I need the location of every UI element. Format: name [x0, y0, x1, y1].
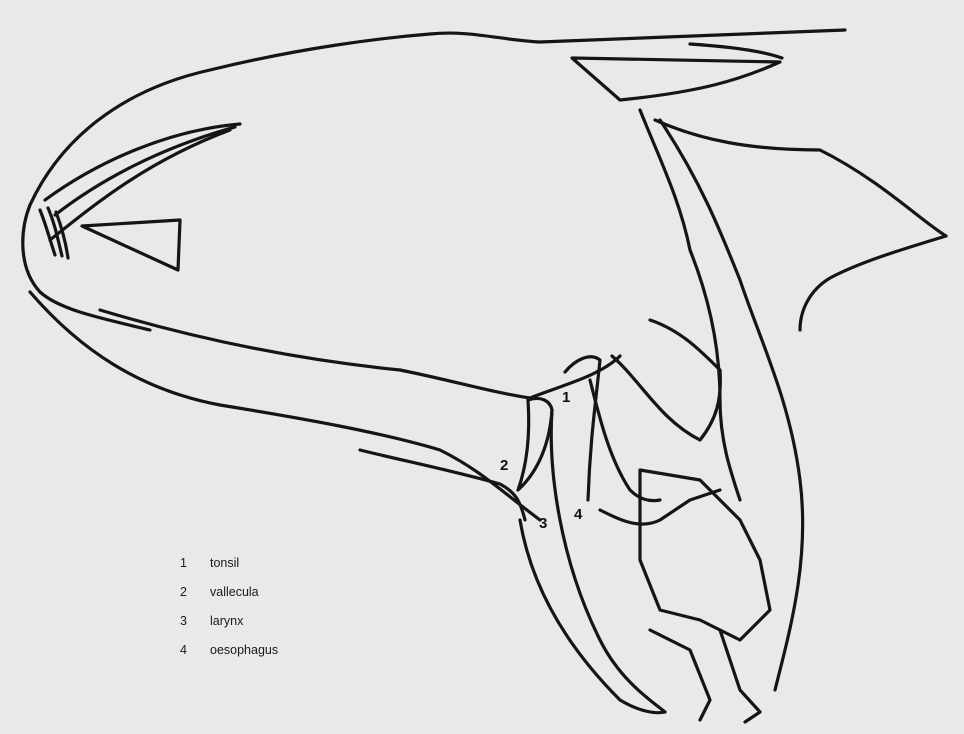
marker-4: 4	[574, 506, 583, 523]
trachea-outline	[660, 120, 803, 690]
legend-item: 1 tonsil	[180, 548, 278, 577]
legend-number: 2	[180, 585, 210, 599]
larynx-inner	[520, 520, 665, 713]
tongue-outline	[100, 310, 620, 398]
legend-item: 3 larynx	[180, 606, 278, 635]
marker-1: 1	[562, 389, 570, 406]
legend-number: 3	[180, 614, 210, 628]
lower-cartilage	[650, 630, 760, 722]
ear-fold	[690, 44, 782, 58]
jaw-outline	[30, 292, 540, 520]
epiglottis	[518, 398, 552, 490]
legend-number: 4	[180, 643, 210, 657]
larynx-outline	[551, 410, 665, 712]
marker-3: 3	[539, 515, 547, 532]
ear-outline	[572, 58, 780, 100]
marker-2: 2	[500, 457, 508, 474]
legend-label: oesophagus	[210, 643, 278, 657]
legend-item: 4 oesophagus	[180, 635, 278, 664]
cartilage-block-3	[600, 490, 720, 524]
legend-label: vallecula	[210, 585, 259, 599]
dorsal-outline	[30, 30, 845, 205]
cartilage-block-1	[612, 320, 720, 440]
legend: 1 tonsil 2 vallecula 3 larynx 4 oesophag…	[180, 548, 278, 664]
hard-palate	[82, 220, 180, 270]
legend-label: tonsil	[210, 556, 239, 570]
neck-outline	[655, 120, 946, 236]
neck-lower-outline	[800, 236, 946, 330]
legend-label: larynx	[210, 614, 243, 628]
legend-item: 2 vallecula	[180, 577, 278, 606]
legend-number: 1	[180, 556, 210, 570]
